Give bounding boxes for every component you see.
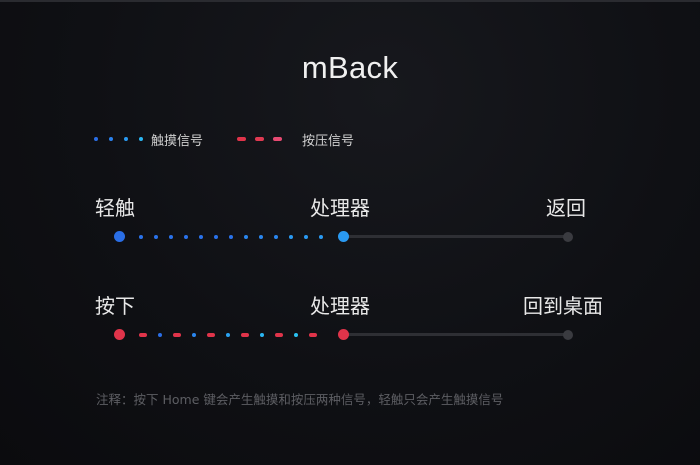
start-node <box>114 231 125 242</box>
row-press-labels: 按下 处理器 回到桌面 <box>0 290 700 320</box>
row-touch-mid-label: 处理器 <box>310 196 370 220</box>
track-line <box>342 333 568 336</box>
end-node <box>563 329 573 340</box>
processor-node <box>338 231 349 242</box>
legend-label-press: 按压信号 <box>302 133 355 149</box>
press-signal-dashes-icon <box>237 137 283 141</box>
row-touch-labels: 轻触 处理器 返回 <box>0 192 700 222</box>
legend-label-touch: 触摸信号 <box>151 133 204 149</box>
page-title: mBack <box>301 50 399 85</box>
row-press-end-label: 回到桌面 <box>523 294 603 318</box>
footnote: 注释：按下 Home 键会产生触摸和按压两种信号，轻触只会产生触摸信号 <box>96 392 504 407</box>
end-node <box>563 231 573 242</box>
legend-item-touch: 触摸信号 <box>94 130 203 149</box>
top-border <box>0 0 700 2</box>
processor-node <box>338 329 349 340</box>
row-touch-track <box>0 230 700 244</box>
legend: 触摸信号 按压信号 <box>94 130 388 149</box>
track-line <box>342 235 568 238</box>
row-press-track <box>0 328 700 342</box>
row-touch-end-label: 返回 <box>546 196 586 220</box>
row-press-mid-label: 处理器 <box>310 294 370 318</box>
legend-item-press: 按压信号 <box>237 130 354 149</box>
touch-signal-dots-icon <box>94 137 143 141</box>
row-touch-start-label: 轻触 <box>95 196 135 220</box>
row-press-start-label: 按下 <box>95 294 135 318</box>
start-node <box>114 329 125 340</box>
